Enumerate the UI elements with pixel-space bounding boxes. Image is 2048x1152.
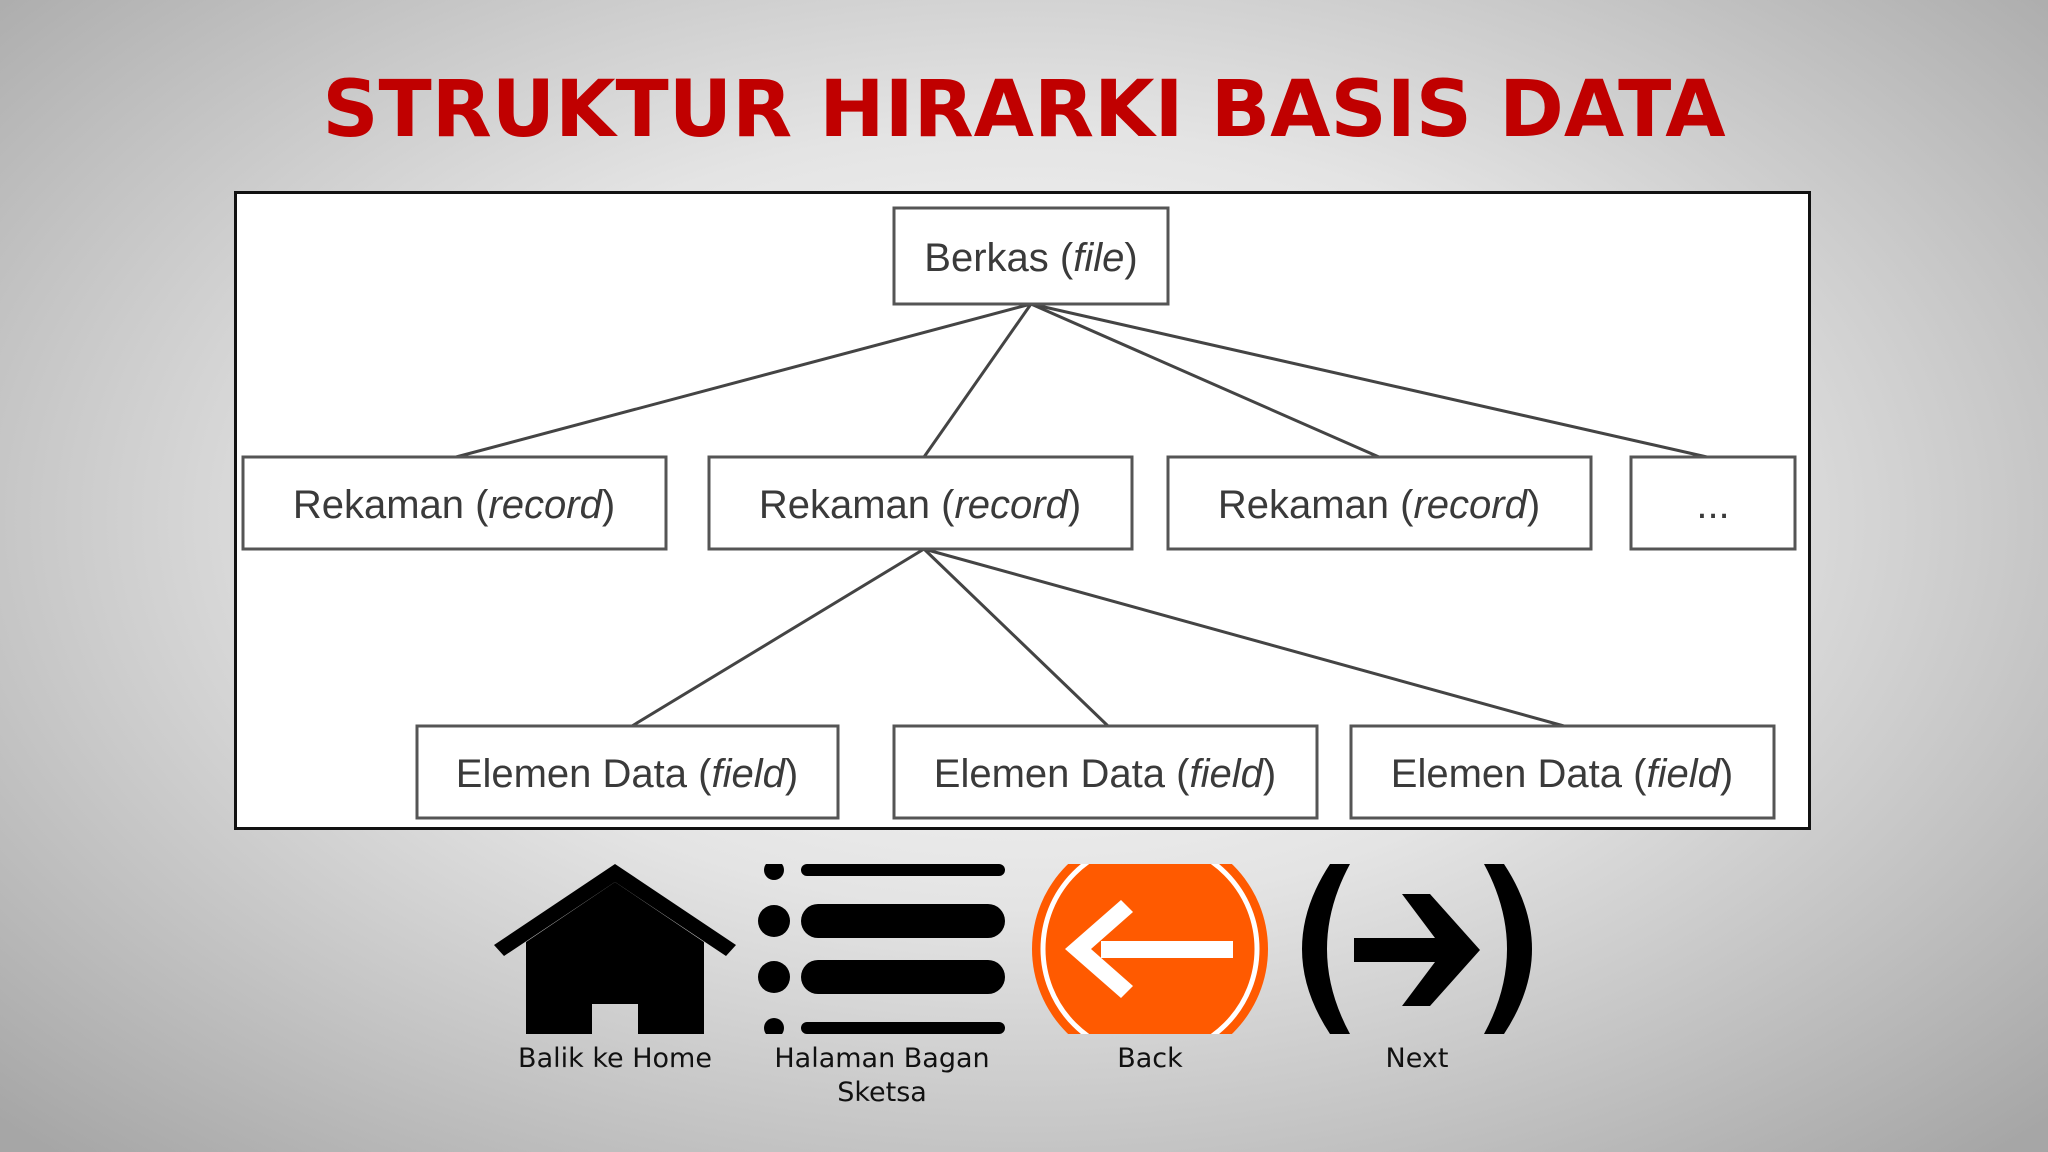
back-button[interactable]: Back	[1025, 864, 1275, 1076]
svg-text:...: ...	[1696, 483, 1729, 527]
hierarchy-diagram: Berkas (file) Rekaman (record) Rekaman (…	[234, 191, 1811, 830]
node-field-2: Elemen Data (field)	[892, 724, 1319, 820]
next-button-label: Next	[1385, 1043, 1449, 1074]
node-field-1: Elemen Data (field)	[415, 724, 840, 820]
list-icon	[758, 864, 1005, 1034]
node-record-more: ...	[1629, 455, 1797, 551]
arrow-right-icon	[1302, 864, 1532, 1034]
node-record-1: Rekaman (record)	[241, 455, 668, 551]
svg-text:Berkas (file): Berkas (file)	[924, 236, 1137, 280]
svg-text:Rekaman (record): Rekaman (record)	[293, 483, 615, 527]
sketch-page-label-line2: Sketsa	[837, 1077, 927, 1108]
edge-root-record-2	[922, 303, 1033, 458]
svg-text:Rekaman (record): Rekaman (record)	[759, 483, 1081, 527]
edge-root-record-3	[1030, 302, 1380, 459]
home-button[interactable]: Balik ke Home	[490, 864, 740, 1076]
sketch-page-button[interactable]: Halaman Bagan Sketsa	[757, 864, 1007, 1110]
node-root-berkas: Berkas (file)	[892, 206, 1170, 306]
edge-record-field-3	[923, 547, 1565, 728]
edge-record-field-1	[631, 547, 925, 728]
svg-text:Elemen Data (field): Elemen Data (field)	[934, 752, 1276, 796]
sketch-page-button-label: Halaman Bagan Sketsa	[757, 1042, 1007, 1110]
svg-text:Elemen Data (field): Elemen Data (field)	[456, 752, 798, 796]
node-field-3: Elemen Data (field)	[1349, 724, 1776, 820]
slide-title: STRUKTUR HIRARKI BASIS DATA	[322, 65, 1726, 155]
edge-root-record-1	[455, 302, 1032, 459]
edge-root-record-4	[1030, 302, 1708, 459]
next-button[interactable]: Next	[1292, 864, 1542, 1076]
svg-text:Rekaman (record): Rekaman (record)	[1218, 483, 1540, 527]
edge-record-field-2	[922, 547, 1110, 728]
home-button-label: Balik ke Home	[518, 1043, 712, 1074]
navigation-bar: Balik ke Home Halaman Bagan Sketsa	[490, 864, 1550, 1124]
hierarchy-diagram-svg: Berkas (file) Rekaman (record) Rekaman (…	[241, 206, 1797, 820]
node-record-2: Rekaman (record)	[707, 455, 1134, 551]
sketch-page-label-line1: Halaman Bagan	[774, 1043, 990, 1074]
back-button-label: Back	[1117, 1043, 1183, 1074]
home-icon	[494, 864, 736, 1034]
node-record-3: Rekaman (record)	[1166, 455, 1593, 551]
svg-text:Elemen Data (field): Elemen Data (field)	[1391, 752, 1733, 796]
arrow-left-circle-icon	[1032, 864, 1268, 1034]
